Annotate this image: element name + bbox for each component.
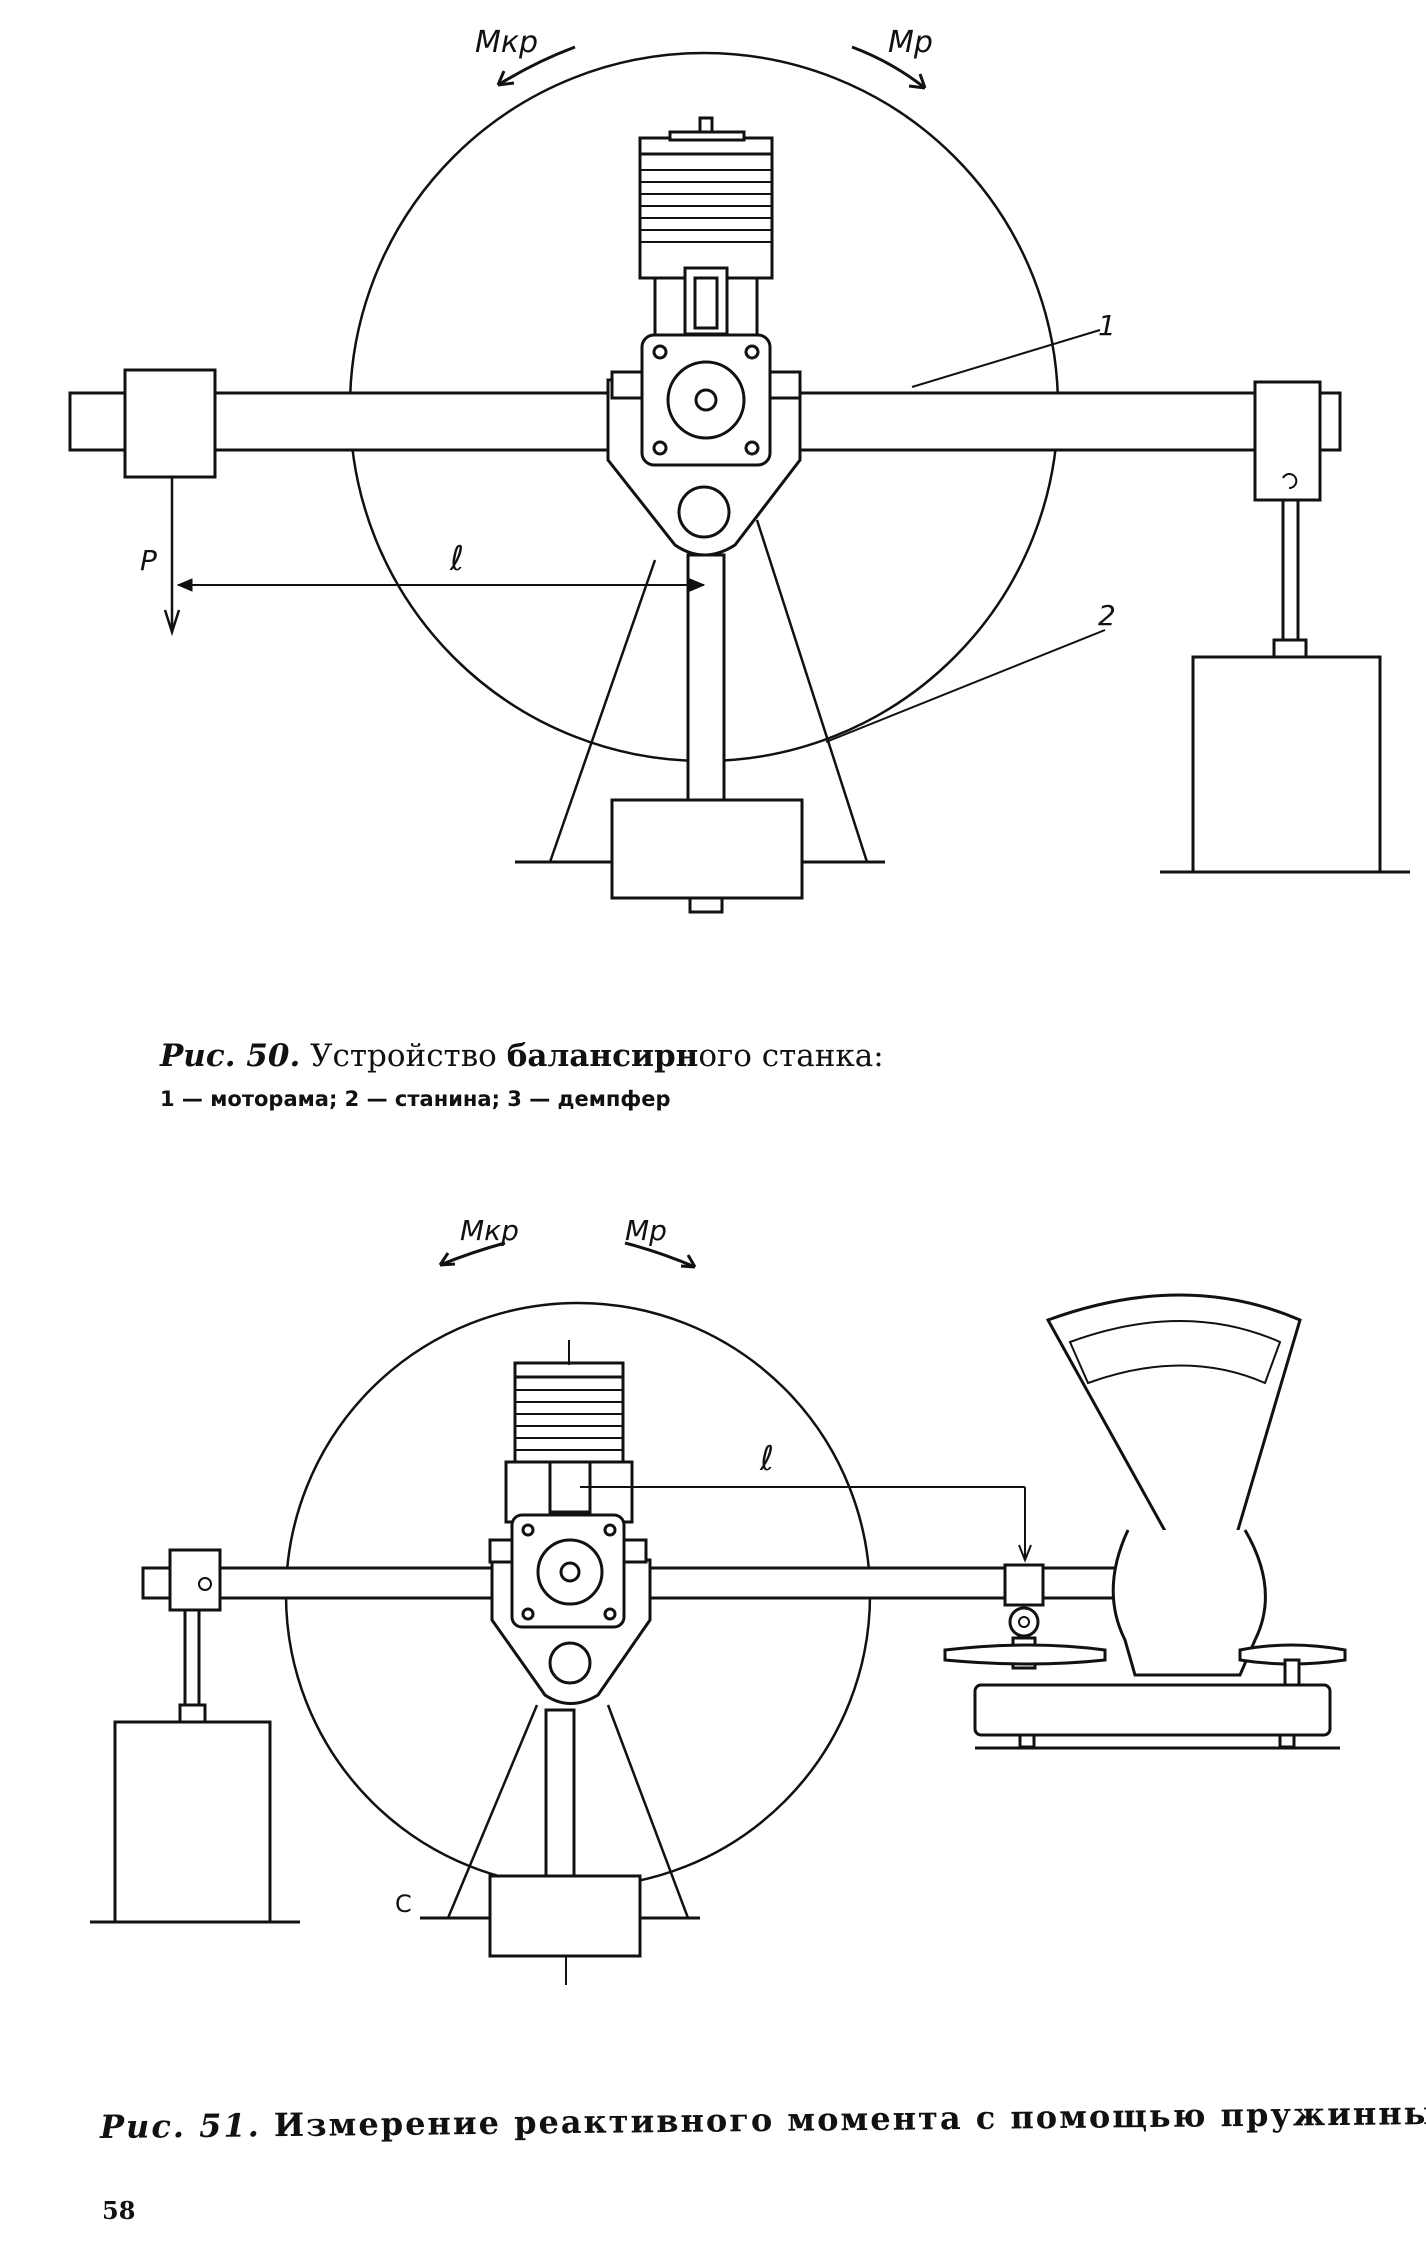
figure-51-caption-text: Измерение реактивного момента с помощью …	[273, 2092, 1426, 2145]
stand-base	[610, 798, 804, 900]
spring-scale-base	[973, 1683, 1332, 1737]
fig51-beam	[141, 1566, 1155, 1600]
force-p-label: P	[140, 544, 157, 577]
callout-2-label: 2	[1098, 599, 1116, 632]
fig51-disc	[284, 1301, 872, 1889]
fig51-m-kr-arrow	[439, 1241, 506, 1267]
fig50-m-kr-label: Мкр	[475, 25, 538, 60]
fig51-m-kr-label: Мкр	[460, 1214, 519, 1247]
caption-50-text-b: балансирн	[506, 1038, 699, 1074]
fig50-lever-l-label: ℓ	[449, 539, 464, 579]
stand-2-leg-left	[548, 559, 657, 863]
fig51-m-r-arrow	[624, 1241, 696, 1269]
fig50-m-r-label: Мр	[888, 25, 933, 60]
fig51-left-weight	[113, 1720, 272, 1924]
figure-51-caption: Рис. 51. Измерение реактивного момента с…	[100, 2092, 1426, 2146]
m-r-arrow	[851, 45, 926, 90]
caption-50-text-c: ого станка:	[698, 1038, 884, 1074]
callout-1-label: 1	[1098, 309, 1116, 342]
figure-50-caption: Рис. 50. Устройство балансирного станка:	[160, 1038, 884, 1074]
spring-scale-dial	[1045, 1293, 1302, 1552]
fig51-lever-l-label: ℓ	[759, 1439, 774, 1479]
fig51-c-label: С	[395, 1890, 412, 1918]
stand-2-leg-right	[755, 519, 869, 863]
fig51-m-r-label: Мр	[625, 1214, 667, 1247]
right-clamp	[1253, 380, 1322, 502]
spring-scale-body	[1111, 1529, 1267, 1677]
figure-51-label: Рис. 51.	[99, 2106, 261, 2146]
damper-3	[1191, 655, 1382, 874]
fig51-crankcase	[510, 1513, 626, 1629]
figure-50-legend: 1 — моторама; 2 — станина; 3 — демпфер	[160, 1087, 671, 1111]
engine-crankcase	[640, 333, 772, 467]
caption-50-text-a: Устройство	[310, 1038, 507, 1074]
engine-cylinder	[638, 136, 774, 280]
left-clamp	[123, 368, 217, 479]
m-kr-arrow	[497, 45, 576, 87]
figure-50-label: Рис. 50.	[160, 1038, 301, 1074]
figure-50-drawing: Мкр Мр 1 2 P ℓ	[68, 25, 1410, 914]
fig51-stand-base	[488, 1874, 642, 1958]
page-number: 58	[102, 2196, 136, 2225]
